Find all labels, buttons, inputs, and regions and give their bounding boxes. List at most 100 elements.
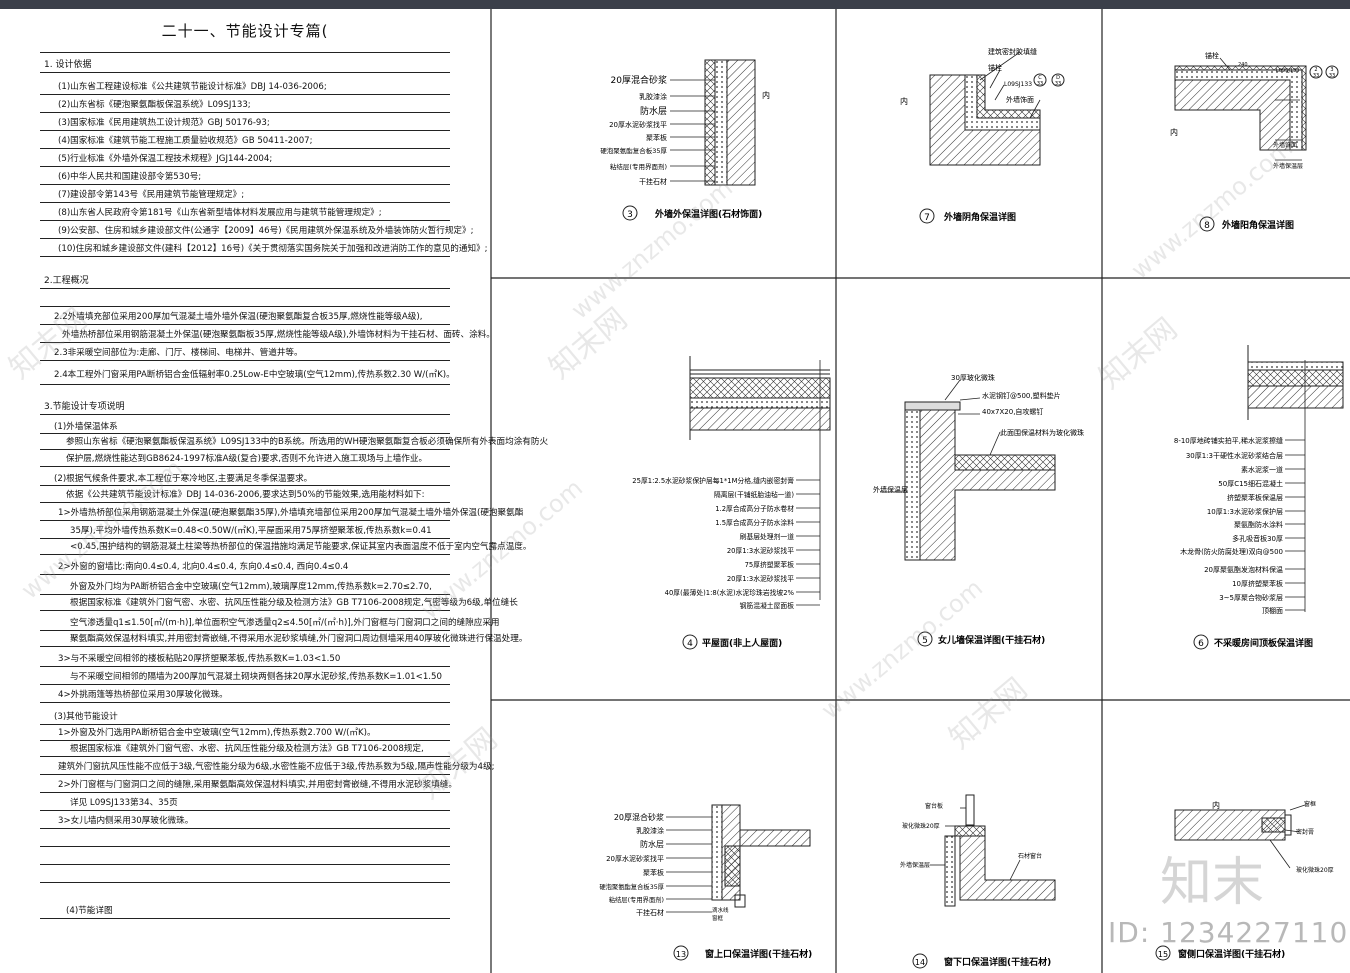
basis-item: (6)中华人民共和国建设部令第530号; <box>58 172 202 182</box>
d5-label: 此面围保温材料为玻化微珠 <box>1000 428 1084 437</box>
d3-label: 粘结层(专用界面剂) <box>610 162 667 171</box>
d5-label: 外墙保温层 <box>873 485 908 494</box>
d8-ref: 33 <box>1329 73 1335 79</box>
d7-side: 内 <box>900 96 908 106</box>
basis-item: (8)山东省人民政府令第181号《山东省新型墙体材料发展应用与建筑节能管理规定》… <box>58 208 382 218</box>
d6-label: 素水泥浆一道 <box>1241 465 1283 474</box>
section-heading: 3.节能设计专项说明 <box>44 402 125 412</box>
d8-label: 240 <box>1238 62 1248 68</box>
section-heading: 1. 设计依据 <box>44 60 92 70</box>
d6-label: 10厚挤塑聚苯板 <box>1232 579 1283 588</box>
detail-15-window-jamb: 窗框 密封膏 玻化微珠20厚 内 15 窗侧口保温详图(干挂石材) <box>1155 800 1334 961</box>
subsection-heading: (3)其他节能设计 <box>54 712 118 722</box>
rule-line <box>40 52 450 53</box>
d13-label: 聚苯板 <box>643 868 664 877</box>
d5-num: 5 <box>922 636 928 646</box>
subsection-heading: (2)根据气候条件要求,本工程位于寒冷地区,主要满足冬季保温要求。 <box>54 474 313 484</box>
spec-text: 3>与不采暖空间相邻的楼板粘贴20厚挤塑聚苯板,传热系数K=1.03<1.50 <box>58 654 341 664</box>
d5-title: 女儿墙保温详图(干挂石材) <box>938 634 1045 646</box>
d4-label: 钢筋混凝土屋面板 <box>740 601 795 610</box>
detail-7-corner: 建筑密封胶填缝 锚栓 L09SJ133 外墙饰面 C 33 D 33 内 7 外… <box>900 47 1065 224</box>
d4-label: 刷基层处理剂一道 <box>740 532 795 541</box>
d6-label: 木龙骨(防火防腐处理)双向@500 <box>1180 547 1283 556</box>
d3-label: 乳胶漆涂 <box>639 92 667 101</box>
detail-5-parapet: 30厚玻化微珠 水泥钢钉@500,塑料垫片 40x7X20,自攻螺钉 此面围保温… <box>873 373 1084 647</box>
section-heading: 2.工程概况 <box>44 276 89 286</box>
subsection-heading: (1)外墙保温体系 <box>54 422 118 432</box>
spec-text: 与不采暖空间相邻的隔墙为200厚加气混凝土砌块两侧各抹20厚水泥砂浆,传热系数K… <box>70 672 442 682</box>
detail-14-window-sill: 窗台板 玻化微珠20厚 石材窗台 外墙保温层 14 窗下口保温详图(干挂石材) <box>900 794 1056 969</box>
d5-label: 30厚玻化微珠 <box>951 373 995 382</box>
d3-label: 20厚混合砂浆 <box>611 74 667 86</box>
spec-sheet: 二十一、节能设计专篇( 1. 设计依据 (1)山东省工程建设标准《公共建筑节能设… <box>40 14 548 944</box>
basis-item: (5)行业标准《外墙外保温工程技术规程》JGJ144-2004; <box>58 154 273 164</box>
d15-label: 密封膏 <box>1296 828 1314 836</box>
d4-label: 1.5厚合成高分子防水涂料 <box>715 518 794 527</box>
d8-title: 外墙阳角保温详图 <box>1221 219 1294 231</box>
d8-label: 外墙饰面 <box>1273 141 1297 149</box>
d8-label: L09SJ133 <box>1276 68 1299 74</box>
spec-text: 外窗及外门均为PA断桥铝合金中空玻璃(空气12mm),玻璃厚度12mm,传热系数… <box>70 582 432 592</box>
d13-label: 乳胶漆涂 <box>636 826 664 835</box>
basis-item: (4)国家标准《建筑节能工程施工质量验收规范》GB 50411-2007; <box>58 136 313 146</box>
d3-label: 硬泡聚氨酯复合板35厚 <box>600 146 667 155</box>
d6-num: 6 <box>1198 639 1204 649</box>
d13-label: 硬泡聚氨酯复合板35厚 <box>599 882 664 891</box>
d7-num: 7 <box>924 213 930 223</box>
d8-ref: 3 <box>1330 67 1333 73</box>
spec-title: 二十一、节能设计专篇( <box>161 22 329 40</box>
d14-label: 窗台板 <box>925 802 943 810</box>
d6-label: 20厚聚氨酯发泡材料保温 <box>1204 565 1283 574</box>
d13-label: 20厚水泥砂浆找平 <box>606 854 664 863</box>
d6-label: 挤塑聚苯板保温层 <box>1227 493 1283 502</box>
d14-label: 石材窗台 <box>1018 852 1042 860</box>
basis-item: (7)建设部令第143号《民用建筑节能管理规定》; <box>58 190 245 200</box>
d13-label: 粘结层(专用界面剂) <box>609 895 664 904</box>
d7-title: 外墙阴角保温详图 <box>943 211 1016 223</box>
d13-label: 防水层 <box>640 839 664 849</box>
d15-num: 15 <box>1158 950 1168 959</box>
overview-item: 2.2外墙填充部位采用200厚加气混凝土墙外墙外保温(硬泡聚氨酯复合板35厚,燃… <box>54 312 423 322</box>
spec-text: 1>外墙热桥部位采用钢筋混凝土外保温(硬泡聚氨酯35厚),外墙填充墙部位采用20… <box>58 508 524 518</box>
d14-num: 14 <box>915 958 925 967</box>
d7-label: 建筑密封胶填缝 <box>988 47 1037 56</box>
d4-label: 1.2厚合成高分子防水卷材 <box>715 504 794 513</box>
spec-text: 聚氨酯高效保温材料填实,并用密封膏嵌缝,不得采用水泥砂浆填缝,外门窗洞口周边侧墙… <box>70 634 528 644</box>
spec-text: 根据国家标准《建筑外门窗气密、水密、抗风压性能分级及检测方法》GB T7106-… <box>70 598 518 608</box>
d8-ref: 33 <box>1313 73 1319 79</box>
d8-num: 8 <box>1204 221 1210 231</box>
spec-text: 空气渗透量q1≤1.50[㎡/(m·h)],单位面积空气渗透量q2≤4.50[㎡… <box>70 618 500 628</box>
id-watermark: ID: 1234227110 <box>1108 916 1349 949</box>
d13-label: 干挂石材 <box>636 908 664 917</box>
spec-text: 保护层,燃烧性能达到GB8624-1997标准A级(复合)要求,否则不允许进入施… <box>66 454 428 464</box>
basis-item: (1)山东省工程建设标准《公共建筑节能设计标准》DBJ 14-036-2006; <box>58 82 327 92</box>
subsection-heading: (4)节能详图 <box>66 906 113 916</box>
d6-label: 3~5厚聚合物砂浆层 <box>1219 593 1283 602</box>
d7-label: 锚栓 <box>988 63 1002 72</box>
basis-item: (10)住房和城乡建设部文件(建科【2012】16号)《关于贯彻落实国务院关于加… <box>58 244 488 254</box>
d15-side: 内 <box>1212 800 1220 810</box>
d13-extra: 滴水线 <box>712 906 729 914</box>
d15-label: 窗框 <box>1304 800 1316 808</box>
d8-label: 外墙保温层 <box>1273 162 1303 170</box>
d4-label: 隔离层(干铺纸胎油毡一道) <box>714 490 794 499</box>
overview-item: 2.3非采暖空间部位为:走廊、门厅、楼梯间、电梯井、管道井等。 <box>54 348 303 358</box>
d4-label: 40厚(最薄处)1:8(水泥)水泥珍珠岩找坡2% <box>665 588 795 597</box>
rule-line <box>40 72 450 73</box>
spec-text: 4>外挑雨篷等热桥部位采用30厚玻化微珠。 <box>58 690 228 700</box>
d14-label: 外墙保温层 <box>900 861 930 869</box>
d6-label: 聚氨酯防水涂料 <box>1234 520 1283 529</box>
spec-text: 参照山东省标《硬泡聚氨酯板保温系统》L09SJ133中的B系统。所选用的WH硬泡… <box>66 437 549 447</box>
d15-label: 玻化微珠20厚 <box>1296 866 1334 874</box>
detail-3-wall-section: 20厚混合砂浆 乳胶漆涂 防水层 20厚水泥砂浆找平 聚苯板 硬泡聚氨酯复合板3… <box>600 59 770 221</box>
overview-item: 外墙热桥部位采用钢筋混凝土外保温(硬泡聚氨酯板35厚,燃烧性能等级A级),外墙饰… <box>62 330 495 340</box>
d15-title: 窗侧口保温详图(干挂石材) <box>1178 948 1285 960</box>
d4-label: 20厚1:3水泥砂浆找平 <box>727 546 794 555</box>
spec-text: <0.45,围护结构的钢筋混凝土柱梁等热桥部位的保温措施均满足节能要求,保证其室… <box>70 542 532 552</box>
d7-ref: C <box>1038 75 1042 81</box>
d5-label: 水泥钢钉@500,塑料垫片 <box>982 391 1061 400</box>
spec-text: 根据国家标准《建筑外门窗气密、水密、抗风压性能分级及检测方法》GB T7106-… <box>70 744 424 754</box>
logo-watermark: 知末 <box>1160 853 1265 913</box>
d14-label: 玻化微珠20厚 <box>902 822 940 830</box>
